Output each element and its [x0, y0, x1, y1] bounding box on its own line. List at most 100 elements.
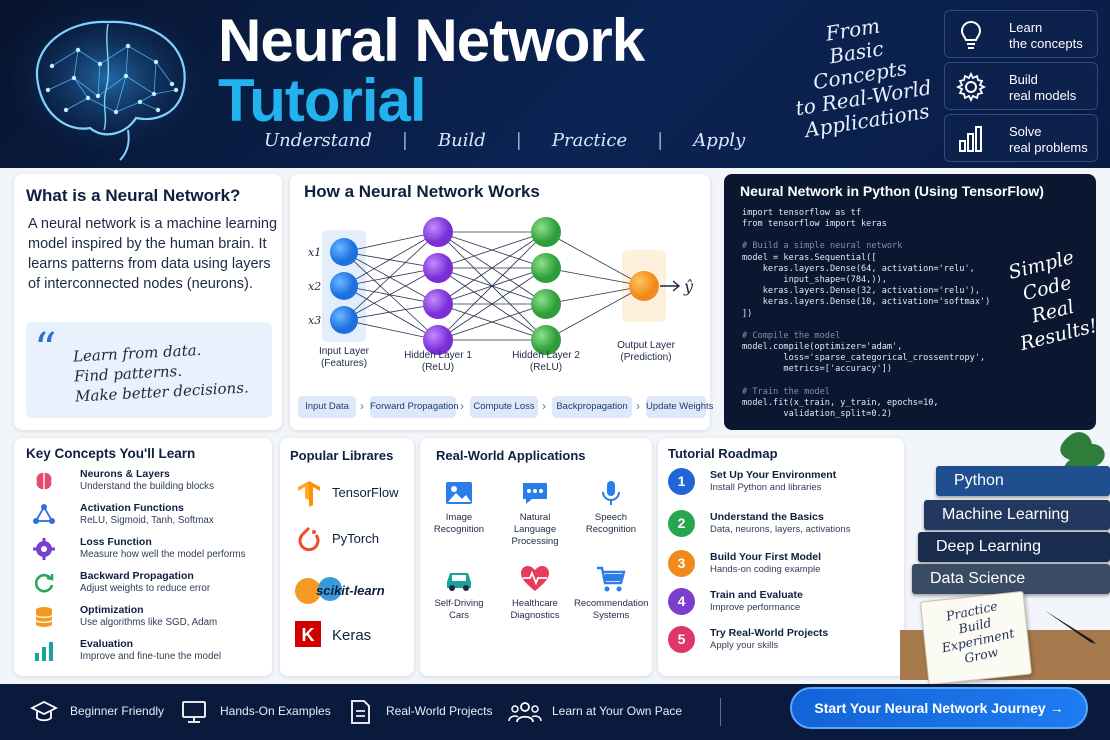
- code-line: [742, 230, 1032, 241]
- arrow-right-icon: ›: [460, 399, 464, 413]
- input-node: [330, 272, 358, 300]
- lightbulb-icon: [960, 20, 982, 49]
- page-title-line1: Neural Network: [218, 7, 645, 74]
- subnav-item-practice: Practice: [551, 130, 628, 151]
- what-is-panel: What is a Neural Network? A neural netwo…: [14, 174, 282, 430]
- gear-icon: [955, 71, 987, 103]
- step-number-badge: 3: [668, 550, 695, 577]
- input-symbol: x3: [308, 314, 321, 327]
- concept-item: Neurons & Layers Understand the building…: [22, 466, 268, 496]
- connection-edge: [343, 303, 439, 321]
- step-desc: Install Python and libraries: [710, 482, 822, 493]
- step-title: Try Real-World Projects: [710, 627, 829, 639]
- code-line: ]): [742, 308, 753, 319]
- start-journey-button[interactable]: Start Your Neural Network Journey →: [790, 687, 1088, 729]
- connection-edge: [343, 267, 439, 321]
- label-line: Image: [445, 512, 473, 523]
- input-symbol: x2: [308, 280, 321, 293]
- concept-desc: Improve and fine-tune the model: [80, 651, 222, 662]
- panel-title: Popular Librares: [290, 448, 394, 463]
- handwritten-tagline: From Basic Concepts to Real-World Applic…: [782, 8, 938, 143]
- notebook: Practice Build Experiment Grow: [919, 590, 1033, 686]
- connection-edge: [343, 285, 439, 305]
- flow-step: Input Data: [298, 396, 356, 418]
- label-line: Natural Language: [513, 512, 557, 535]
- connection-edge: [545, 267, 645, 287]
- code-line: model.compile(optimizer='adam',: [742, 342, 903, 353]
- label-line: Systems: [592, 610, 630, 621]
- output-arrow-icon: [660, 280, 681, 292]
- concept-item: Activation Functions ReLU, Sigmoid, Tanh…: [22, 500, 268, 530]
- library-item[interactable]: PyTorch: [294, 524, 412, 554]
- concept-title: Optimization: [80, 604, 144, 616]
- scikit-learn-logo-icon: [295, 577, 342, 604]
- input-node: [330, 238, 358, 266]
- card-subtitle: the concepts: [1009, 36, 1083, 51]
- concept-item: Backward Propagation Adjust weights to r…: [22, 568, 268, 598]
- network-icon: [33, 504, 55, 524]
- microphone-icon: [602, 481, 620, 505]
- card-title: Build: [1009, 72, 1038, 87]
- connection-edge: [343, 251, 439, 305]
- process-flow: Input Data › Forward Propagation › Compu…: [298, 396, 713, 418]
- code-line: validation_split=0.2): [742, 409, 893, 420]
- connection-edge: [343, 267, 439, 287]
- cart-icon: [597, 566, 626, 592]
- concept-title: Activation Functions: [80, 502, 184, 514]
- code-line: # Build a simple neural network: [742, 241, 903, 252]
- concept-desc: ReLU, Sigmoid, Tanh, Softmax: [80, 515, 214, 526]
- users-icon: [508, 702, 542, 723]
- panel-title: Key Concepts You'll Learn: [26, 446, 196, 461]
- hidden1-node: [423, 253, 453, 283]
- hero-header: Neural Network Tutorial Understand|Build…: [0, 0, 1110, 168]
- keras-logo-icon: K: [295, 621, 321, 647]
- layer-sub: (Features): [320, 358, 368, 369]
- footer-bar: Beginner Friendly Hands-On Examples Real…: [0, 684, 1110, 740]
- subnav-separator: |: [657, 130, 664, 151]
- library-item[interactable]: TensorFlow: [294, 478, 412, 508]
- label-line: Recognition: [433, 524, 485, 535]
- card-subtitle: real problems: [1009, 140, 1088, 155]
- library-item[interactable]: K Keras: [294, 620, 412, 650]
- hidden2-node: [531, 325, 561, 355]
- header-card-build: Build real models: [944, 62, 1098, 110]
- label-line: Recommendation: [574, 598, 649, 609]
- code-line: [742, 320, 1032, 331]
- layer-label-hidden2: Hidden Layer 2(ReLU): [508, 350, 584, 374]
- page-title-line2: Tutorial: [218, 67, 427, 134]
- concept-item: Loss Function Measure how well the model…: [22, 534, 268, 564]
- code-line: keras.layers.Dense(10, activation='softm…: [742, 297, 991, 308]
- library-item[interactable]: scikit-learn: [294, 576, 412, 606]
- heart-pulse-icon: [521, 566, 549, 591]
- header-card-learn: Learn the concepts: [944, 10, 1098, 58]
- step-number-badge: 4: [668, 588, 695, 615]
- connection-edge: [437, 231, 547, 341]
- connection-edge: [437, 231, 547, 269]
- input-node: [330, 306, 358, 334]
- code-line: keras.layers.Dense(64, activation='relu'…: [742, 263, 975, 274]
- step-title: Understand the Basics: [710, 511, 824, 523]
- bar-chart-icon: [959, 126, 982, 152]
- panel-title: What is a Neural Network?: [26, 186, 241, 205]
- graduation-cap-icon: [30, 700, 58, 722]
- feature-label: Real-World Projects: [386, 704, 493, 718]
- subnav-separator: |: [401, 130, 408, 151]
- step-number-badge: 5: [668, 626, 695, 653]
- subnav-item-apply: Apply: [693, 130, 746, 151]
- code-line: model.fit(x_train, y_train, epochs=10,: [742, 397, 939, 408]
- connection-edge: [343, 231, 439, 253]
- code-line: # Train the model: [742, 386, 830, 397]
- label-line: Recognition: [585, 524, 637, 535]
- connection-edge: [545, 285, 645, 305]
- step-number-badge: 2: [668, 510, 695, 537]
